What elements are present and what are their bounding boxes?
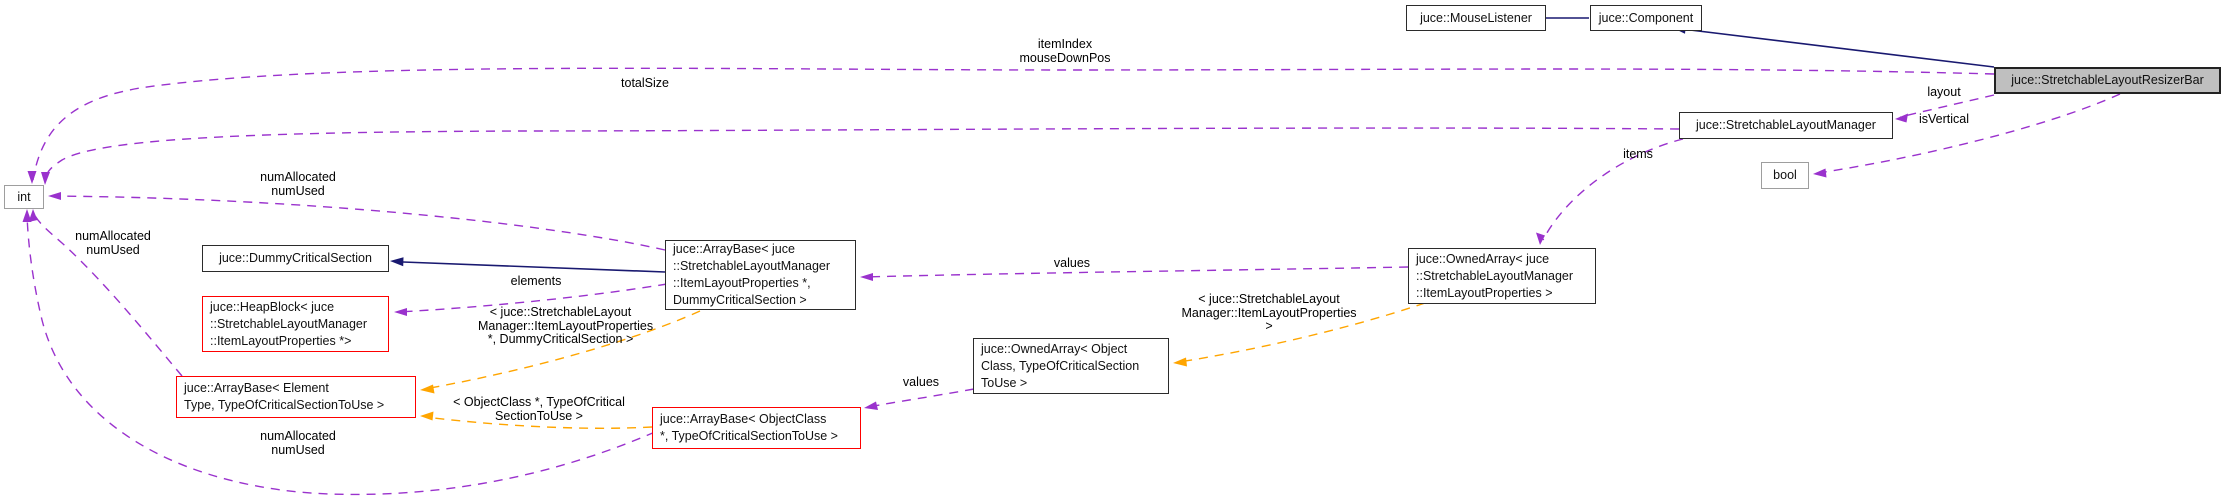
- class-node-arraybase-template[interactable]: juce::ArrayBase< Element Type, TypeOfCri…: [176, 376, 416, 418]
- edge-numallocated-top: [51, 195, 666, 251]
- edge-label-values-bottom: values: [902, 375, 940, 389]
- edge-isvertical: [1817, 93, 2121, 174]
- arrowhead: [1536, 232, 1545, 245]
- edge-itemindex-mousedownpos: [32, 67, 1995, 181]
- class-node-ownedarray-itemlayoutproperties[interactable]: juce::OwnedArray< juce ::StretchableLayo…: [1408, 248, 1596, 304]
- edge-label-totalsize: totalSize: [621, 76, 669, 90]
- edge-arraybase-dummycs: [402, 261, 666, 273]
- edge-template-ownedarray: [1178, 302, 1426, 363]
- class-node-ownedarray-template[interactable]: juce::OwnedArray< Object Class, TypeOfCr…: [973, 338, 1169, 394]
- edge-label-itemindex-mousedownpos: itemIndex mouseDownPos: [1019, 37, 1111, 65]
- arrowhead: [1173, 357, 1187, 367]
- arrowhead: [41, 172, 50, 185]
- edge-label-items: items: [1623, 147, 1653, 161]
- edge-resizerbar-component: [1685, 28, 1995, 68]
- edge-label-isvertical: isVertical: [1918, 112, 1970, 126]
- edge-label-layout: layout: [1927, 85, 1961, 99]
- edge-numallocated-bottom: [26, 213, 656, 496]
- edge-values-bottom: [867, 388, 975, 408]
- edge-label-numallocated-numused-left: numAllocated numUsed: [75, 229, 151, 257]
- inheritance-edges: [390, 13, 1995, 273]
- arrowhead: [22, 209, 32, 222]
- edge-label-template-args-arraybase-juce: < juce::StretchableLayout Manager::ItemL…: [478, 305, 654, 346]
- edge-label-numallocated-numused-bottom: numAllocated numUsed: [260, 429, 336, 457]
- class-node-mouselistener[interactable]: juce::MouseListener: [1406, 5, 1546, 31]
- class-node-arraybase-objectclass[interactable]: juce::ArrayBase< ObjectClass *, TypeOfCr…: [652, 407, 861, 449]
- edge-label-template-args-arraybase-obj: < ObjectClass *, TypeOfCritical SectionT…: [453, 395, 625, 423]
- template-edges: [420, 302, 1426, 429]
- arrowhead: [390, 257, 404, 267]
- type-node-bool: bool: [1761, 162, 1809, 189]
- edge-label-template-args-ownedarray: < juce::StretchableLayout Manager::ItemL…: [1181, 292, 1357, 333]
- edge-label-elements: elements: [510, 274, 562, 288]
- arrowhead: [860, 273, 873, 281]
- edge-elements: [397, 283, 668, 313]
- edge-template-arraybase-obj: [425, 416, 653, 429]
- class-node-component[interactable]: juce::Component: [1590, 5, 1702, 31]
- type-node-int: int: [4, 185, 44, 209]
- edge-values-top: [863, 266, 1409, 278]
- edge-label-values-top: values: [1053, 256, 1091, 270]
- arrowhead: [28, 209, 38, 222]
- edge-numallocated-left: [33, 213, 183, 377]
- arrowhead: [394, 308, 407, 316]
- arrowhead: [420, 411, 434, 421]
- arrowhead: [864, 401, 878, 410]
- edge-layout: [1899, 94, 1995, 118]
- arrowhead: [1895, 113, 1908, 123]
- class-node-arraybase-itemlayoutproperties[interactable]: juce::ArrayBase< juce ::StretchableLayou…: [665, 240, 856, 310]
- class-node-heapblock[interactable]: juce::HeapBlock< juce ::StretchableLayou…: [202, 296, 389, 352]
- arrowhead: [420, 384, 435, 394]
- arrowhead: [27, 171, 37, 184]
- member-edges: [22, 67, 2121, 496]
- edge-items: [1542, 138, 1684, 241]
- class-node-stretchablelayoutresizerbar[interactable]: juce::StretchableLayoutResizerBar: [1994, 67, 2221, 94]
- arrowhead: [1813, 168, 1827, 178]
- class-node-stretchablelayoutmanager[interactable]: juce::StretchableLayoutManager: [1679, 112, 1893, 139]
- class-node-dummycriticalsection[interactable]: juce::DummyCriticalSection: [202, 245, 389, 272]
- edge-label-numallocated-numused-top: numAllocated numUsed: [260, 170, 336, 198]
- edge-totalsize: [44, 127, 1680, 183]
- arrowhead: [48, 192, 61, 200]
